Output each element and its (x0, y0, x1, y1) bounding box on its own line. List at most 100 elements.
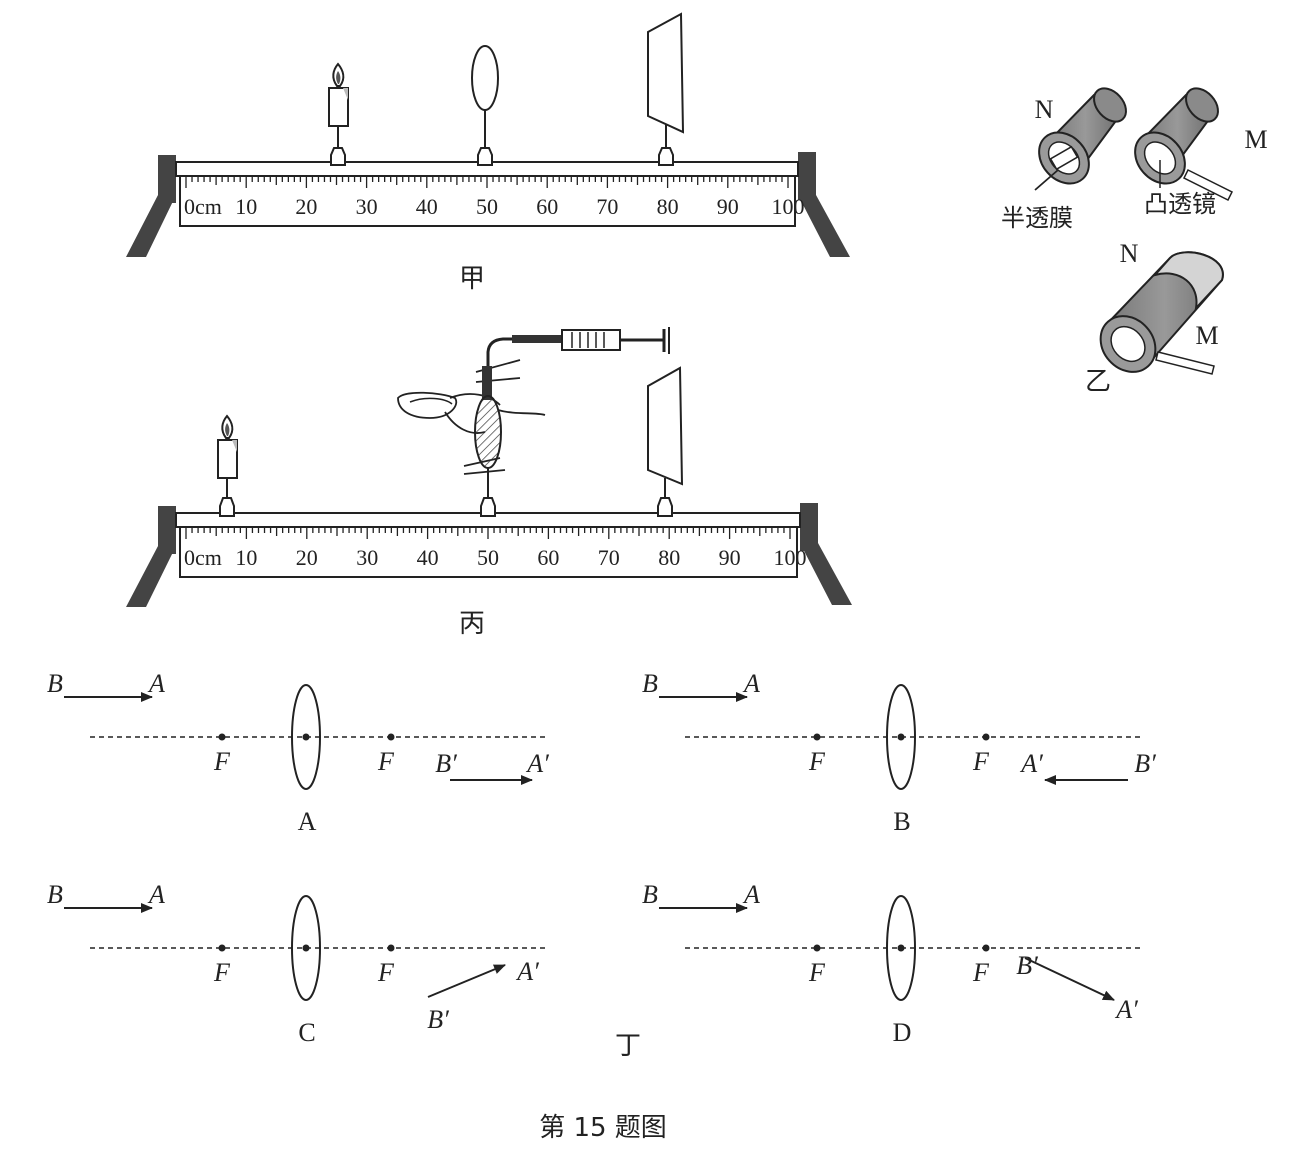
optical-center (897, 944, 905, 952)
focus-label-right: F (377, 958, 395, 987)
convex-lens (471, 45, 499, 166)
focus-label-right: F (377, 747, 395, 776)
image-label-a: A′ (515, 957, 539, 986)
object-label-a: A (742, 880, 760, 909)
scale-tick-label: 20 (295, 194, 317, 219)
image-label-a: A′ (1019, 749, 1043, 778)
label-m-bottom: M (1195, 321, 1218, 350)
image-arrow (427, 964, 506, 998)
scale-tick-label: 100 (774, 545, 807, 570)
bench-left-end (158, 155, 176, 203)
bench-right-leg (800, 543, 852, 605)
focus-point-left (218, 944, 226, 952)
object-label-a: A (742, 669, 760, 698)
caption-figure: 第 15 题图 (539, 1113, 667, 1143)
image-label-b: B′ (1134, 749, 1156, 778)
tube-n (1034, 87, 1127, 191)
scale-tick-label: 0cm (184, 194, 222, 219)
option-letter: A (298, 807, 317, 836)
scale-tick-label: 80 (657, 194, 679, 219)
scale-tick-label: 20 (296, 545, 318, 570)
lens (291, 684, 321, 790)
caption-yi: 乙 (1085, 367, 1111, 397)
focus-point-left (813, 733, 821, 741)
scale-ticks (185, 527, 791, 539)
option-d-diagram: B A F F B′ A′ D (642, 880, 1140, 1047)
scale-tick-label: 90 (719, 545, 741, 570)
focus-label-left: F (808, 958, 826, 987)
focus-point-right (982, 944, 990, 952)
scale-tick-label: 50 (477, 545, 499, 570)
object-label-b: B (47, 880, 63, 909)
scale-tick-label: 10 (235, 194, 257, 219)
scale-tick-label: 30 (356, 545, 378, 570)
light-screen (647, 366, 684, 517)
image-arrow (1024, 957, 1115, 1001)
focus-label-left: F (213, 958, 231, 987)
eye-model-yi: N M 半透膜 凸透镜 N M (1001, 87, 1268, 375)
option-c-diagram: B A F F B′ A′ C (47, 880, 545, 1047)
caption-jia: 甲 (459, 264, 485, 294)
candle (217, 414, 238, 517)
scale-tick-label: 0cm (184, 545, 222, 570)
image-label-a: A′ (525, 749, 549, 778)
bench-left-leg (126, 546, 176, 607)
optical-center (302, 733, 310, 741)
caption-bing: 丙 (459, 609, 485, 639)
object-label-b: B (642, 669, 658, 698)
lens (886, 684, 916, 790)
focus-label-left: F (213, 747, 231, 776)
scale-tick-label: 40 (417, 545, 439, 570)
assembled-tube (1099, 251, 1224, 375)
scale-tick-label: 40 (416, 194, 438, 219)
caption-ding: 丁 (615, 1031, 641, 1061)
optical-center (897, 733, 905, 741)
image-label-b: B′ (427, 1005, 449, 1034)
option-letter: B (893, 807, 910, 836)
image-label-b: B′ (435, 749, 457, 778)
image-label-a: A′ (1114, 995, 1138, 1024)
syringe-icon (486, 327, 670, 380)
bench-right-end (800, 503, 818, 551)
scale-tick-label: 10 (235, 545, 257, 570)
label-n-top: N (1035, 95, 1054, 124)
lens (886, 895, 916, 1001)
object-label-a: A (147, 880, 165, 909)
option-a-diagram: B A F F B′ A′ A (47, 669, 549, 836)
focus-point-right (387, 733, 395, 741)
label-membrane: 半透膜 (1001, 204, 1073, 232)
object-label-a: A (147, 669, 165, 698)
bench-right-end (798, 152, 816, 200)
lens (291, 895, 321, 1001)
scale-tick-label: 60 (536, 194, 558, 219)
water-lens-eye-model (397, 327, 670, 517)
light-screen (647, 12, 685, 166)
bench-right-leg (798, 195, 850, 257)
label-m-top: M (1244, 125, 1267, 154)
object-label-b: B (642, 880, 658, 909)
candle (328, 62, 349, 166)
focus-label-right: F (972, 958, 990, 987)
scale-tick-label: 70 (598, 545, 620, 570)
bench-left-end (158, 506, 176, 554)
option-letter: D (893, 1018, 912, 1047)
focus-label-right: F (972, 747, 990, 776)
image-label-b: B′ (1016, 951, 1038, 980)
tube-m (1134, 87, 1234, 202)
scale-tick-label: 100 (772, 194, 805, 219)
label-n-bottom: N (1120, 239, 1139, 268)
scale-tick-label: 80 (658, 545, 680, 570)
scale-tick-label: 50 (476, 194, 498, 219)
focus-point-right (982, 733, 990, 741)
option-letter: C (298, 1018, 315, 1047)
optical-center (302, 944, 310, 952)
focus-point-right (387, 944, 395, 952)
focus-point-left (813, 944, 821, 952)
object-label-b: B (47, 669, 63, 698)
focus-point-left (218, 733, 226, 741)
